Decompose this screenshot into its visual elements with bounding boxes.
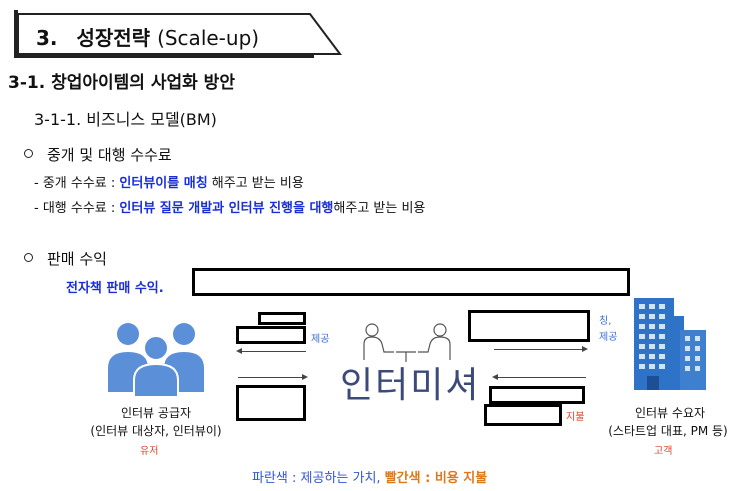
redaction-box (468, 310, 590, 342)
interview-illustration-icon (363, 323, 451, 362)
header-banner-shape (14, 10, 342, 58)
fee-item-highlight: 인터뷰 질문 개발과 인터뷰 진행을 대행 (119, 201, 334, 216)
fee-item-prefix: - 대행 수수료 : (34, 201, 120, 216)
right-provide-label-b: 제공 (599, 332, 618, 343)
consumer-name: 인터뷰 수요자 (634, 406, 706, 420)
section-title: 3-1. 창업아이템의 사업화 방안 (8, 73, 235, 93)
office-building-icon (634, 298, 706, 390)
redaction-box (489, 386, 585, 404)
color-legend: 파란색 : 제공하는 가치, 빨간색 : 비용 지불 (252, 467, 487, 486)
consumer-role: 고객 (654, 446, 673, 457)
fee-item-brokerage: - 중개 수수료 : 인터뷰이를 매칭 해주고 받는 비용 (34, 172, 304, 191)
redaction-box (192, 268, 630, 296)
header-number: 3. (36, 26, 58, 50)
sales-line: 전자책 판매 수익. (66, 281, 164, 296)
legend-blue-desc: : 제공하는 가치, (287, 471, 385, 486)
supplier-desc: (인터뷰 대상자, 인터뷰이) (90, 424, 222, 438)
header-title-en: (Scale-up) (157, 26, 260, 50)
redaction-box (236, 326, 306, 344)
supplier-name: 인터뷰 공급자 (120, 406, 192, 420)
header-banner: 3. 성장전략 (Scale-up) (14, 10, 344, 58)
supplier-role: 유저 (140, 446, 159, 457)
right-provide-label-a: 칭, (599, 316, 612, 327)
bullet-sales: 판매 수익 (24, 248, 107, 269)
fee-item-agency: - 대행 수수료 : 인터뷰 질문 개발과 인터뷰 진행을 대행해주고 받는 비… (34, 197, 425, 216)
bullet-sales-text: 판매 수익 (47, 250, 107, 268)
people-group-icon (108, 323, 204, 396)
brand-logo-text: 인터미셔 (340, 365, 481, 406)
redaction-box (484, 404, 562, 426)
arrow-to-supplier (236, 348, 306, 354)
header-title: 3. 성장전략 (Scale-up) (36, 22, 259, 51)
arrow-to-platform (238, 374, 308, 380)
legend-blue-word: 파란색 (252, 471, 288, 486)
legend-red-desc: : 비용 지불 (420, 471, 488, 486)
subsection-title: 3-1-1. 비즈니스 모델(BM) (34, 110, 217, 129)
redaction-box (236, 385, 306, 421)
bullet-fee: 중개 및 대행 수수료 (24, 144, 172, 165)
header-title-ko: 성장전략 (76, 26, 151, 50)
bullet-circle-icon (24, 253, 33, 262)
legend-red-word: 빨간색 (384, 471, 421, 486)
arrow-to-consumer (494, 346, 588, 352)
fee-item-suffix: 해주고 받는 비용 (333, 201, 426, 216)
left-provide-label: 제공 (311, 334, 330, 345)
right-pay-label: 지불 (566, 412, 585, 423)
fee-item-highlight: 인터뷰이를 매칭 (119, 176, 208, 191)
bullet-circle-icon (24, 149, 33, 158)
fee-item-prefix: - 중개 수수료 : (34, 176, 120, 191)
fee-item-suffix: 해주고 받는 비용 (207, 176, 304, 191)
redaction-box (258, 312, 306, 325)
arrow-from-consumer (492, 374, 586, 380)
consumer-desc: (스타트업 대표, PM 등) (608, 424, 728, 438)
bullet-fee-text: 중개 및 대행 수수료 (47, 146, 172, 164)
